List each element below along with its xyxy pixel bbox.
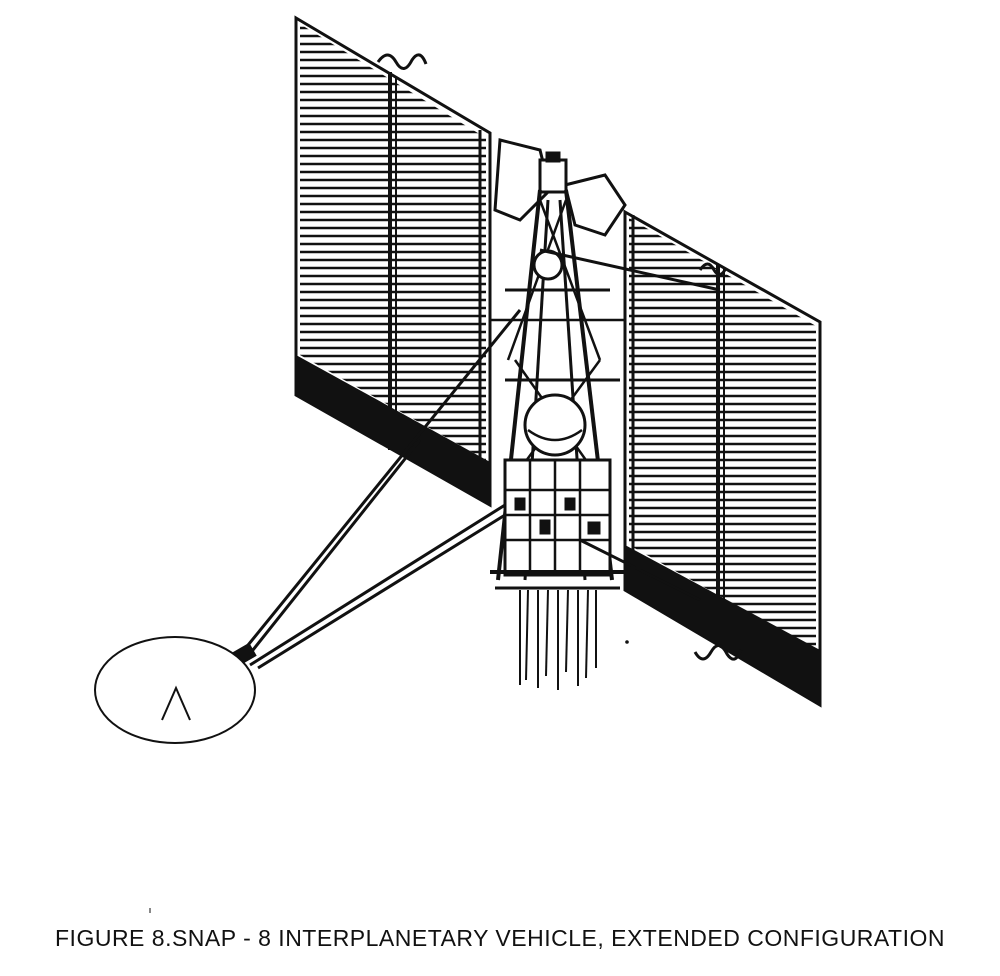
print-speck: [625, 640, 629, 644]
right-radiator-panel: [623, 209, 822, 708]
left-radiator-panel: [294, 15, 492, 508]
antenna-dish: [94, 636, 256, 744]
figure-caption: FIGURE 8.SNAP - 8 INTERPLANETARY VEHICLE…: [55, 925, 945, 951]
central-truss-structure: [490, 138, 721, 602]
thruster-bundle: [519, 589, 597, 690]
antenna-boom: [229, 309, 522, 670]
